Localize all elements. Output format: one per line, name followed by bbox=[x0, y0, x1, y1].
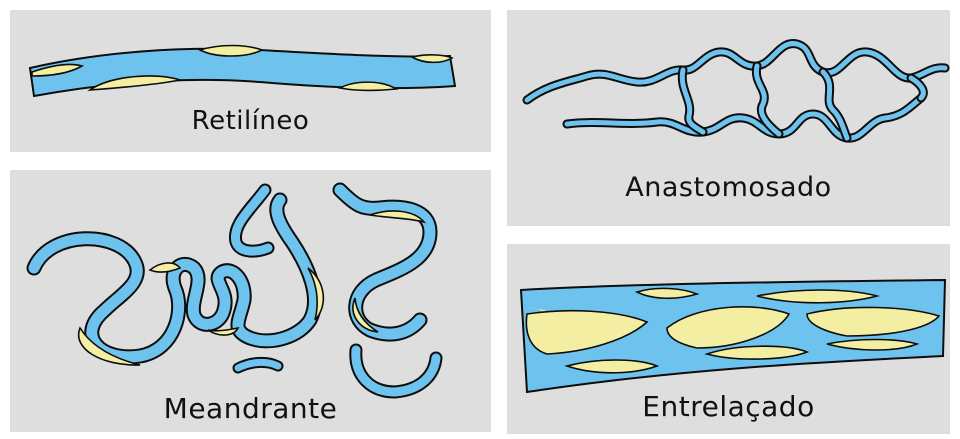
panel-straight-river: Retilíneo bbox=[10, 10, 491, 152]
anastomosing-channel-lower bbox=[567, 98, 921, 138]
anastomosing-connector-4 bbox=[911, 78, 923, 98]
label-braided: Entrelaçado bbox=[507, 390, 950, 423]
panel-braided-river: Entrelaçado bbox=[507, 244, 950, 434]
meander-main-channel bbox=[34, 200, 315, 357]
anastomosing-channel-upper bbox=[527, 44, 945, 100]
label-anastomosing: Anastomosado bbox=[507, 172, 950, 203]
panel-meandering-river: Meandrante bbox=[10, 170, 491, 432]
panel-anastomosing-river: Anastomosado bbox=[507, 10, 950, 226]
anastomosing-connector-1 bbox=[682, 70, 703, 132]
meander-small-segment bbox=[238, 362, 278, 368]
label-meandering: Meandrante bbox=[10, 392, 491, 425]
label-straight: Retilíneo bbox=[10, 106, 491, 136]
meander-oxbow-top bbox=[235, 190, 268, 251]
meander-oxbow-bottom bbox=[356, 350, 436, 392]
